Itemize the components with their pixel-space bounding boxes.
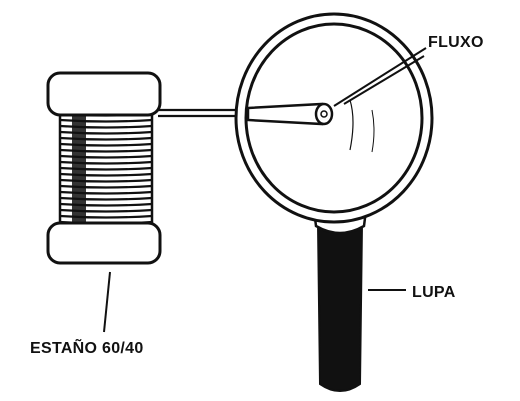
lens-shine-1: [349, 99, 354, 151]
flux-leader-2: [343, 55, 425, 105]
magnifier-handle: [316, 223, 364, 392]
flux-core-dot: [320, 110, 328, 118]
spool-winding: [59, 160, 153, 165]
magnified-wire: [246, 102, 324, 126]
magnifier-lens: [244, 22, 424, 214]
leader-lines: [103, 47, 427, 333]
spool-winding: [59, 214, 153, 219]
flux-leader: [333, 47, 427, 107]
spool-winding: [59, 178, 153, 183]
label-solder: ESTAÑO 60/40: [30, 340, 144, 357]
spool-winding: [59, 190, 153, 195]
spool-winding: [59, 172, 153, 177]
spool-top-flange: [46, 71, 162, 117]
spool-winding: [59, 118, 153, 123]
solder-leader: [103, 271, 111, 333]
spool-bottom-flange: [46, 221, 162, 265]
spool-winding: [59, 196, 153, 201]
spool-winding: [59, 166, 153, 171]
solder-wire: [158, 108, 238, 118]
spool-winding: [59, 124, 153, 129]
spool-winding: [59, 142, 153, 147]
spool-winding: [59, 130, 153, 135]
label-flux: FLUXO: [428, 34, 484, 51]
spool-winding: [59, 148, 153, 153]
lens-shine-2: [371, 109, 375, 153]
spool-winding: [59, 136, 153, 141]
spool-winding: [59, 208, 153, 213]
magnifying-glass: [234, 12, 434, 392]
solder-spool: [46, 71, 162, 265]
spool-winding: [59, 184, 153, 189]
label-magnifier: LUPA: [412, 284, 456, 301]
spool-shadow-stripe: [72, 110, 86, 228]
spool-winding: [59, 202, 153, 207]
spool-winding: [59, 154, 153, 159]
